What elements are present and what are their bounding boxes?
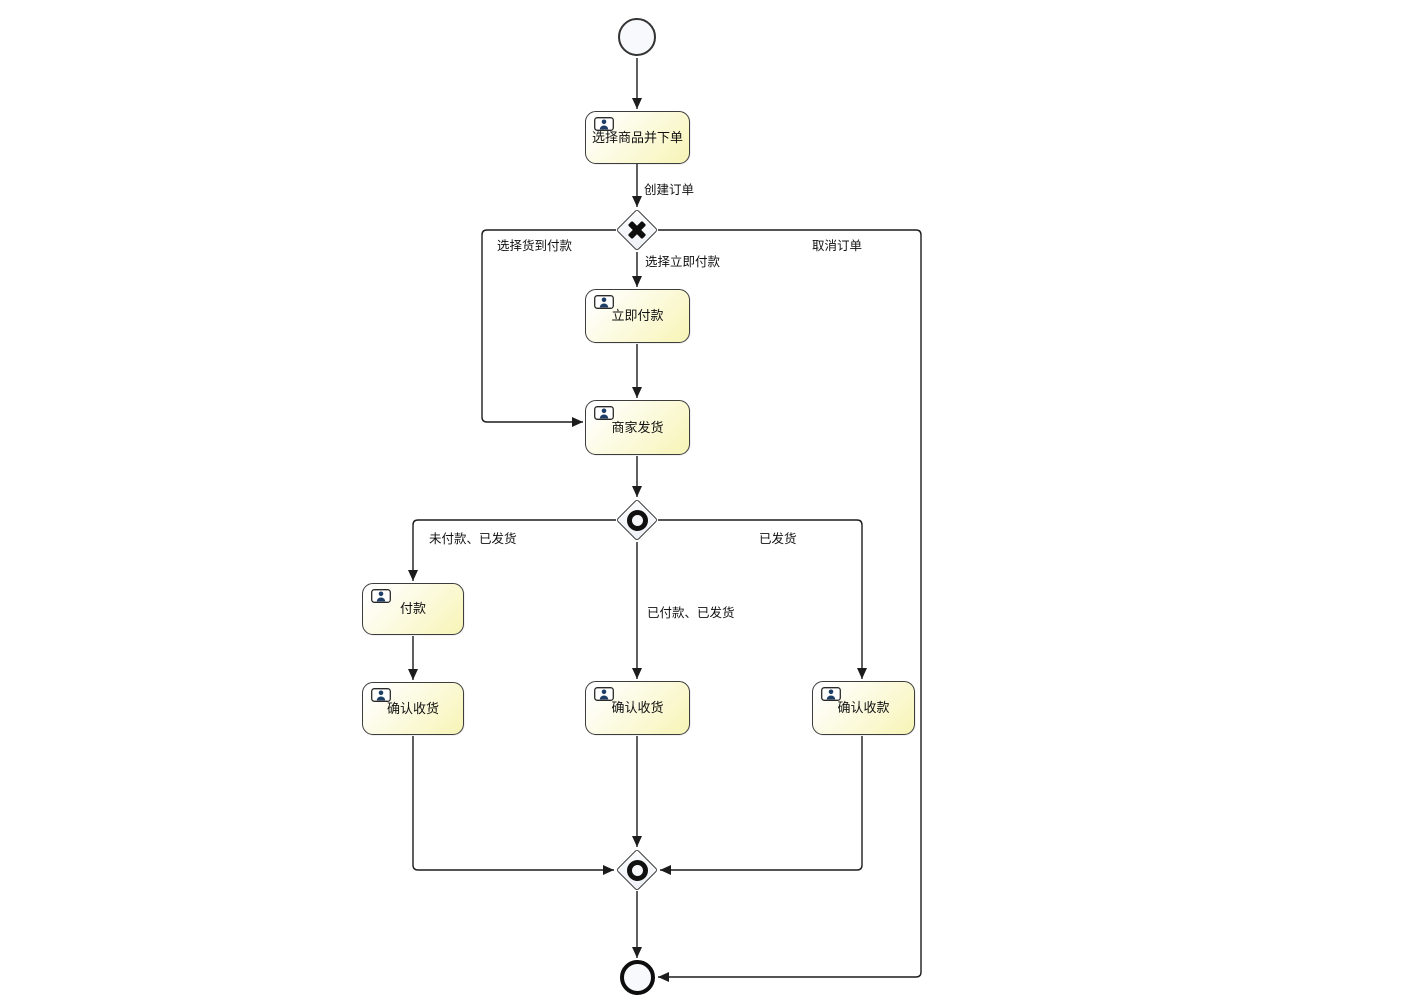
end-event[interactable]	[620, 960, 655, 995]
user-task-icon	[371, 688, 391, 702]
task-pay[interactable]: 付款	[362, 583, 464, 635]
edge-label-shipped: 已发货	[759, 531, 797, 546]
task-label: 商家发货	[611, 420, 664, 436]
inclusive-gateway-split[interactable]	[615, 498, 659, 542]
task-confirm-payment[interactable]: 确认收款	[812, 681, 915, 735]
task-label: 选择商品并下单	[591, 130, 683, 146]
task-label: 付款	[399, 602, 426, 618]
user-task-icon	[594, 117, 614, 131]
circle-mark-icon	[626, 509, 648, 531]
task-label: 立即付款	[611, 309, 664, 325]
task-confirm-receipt-left[interactable]: 确认收货	[362, 682, 464, 735]
edge-label-pay-immediately: 选择立即付款	[645, 254, 721, 269]
flow-cod-to-merchant-ship	[481, 229, 616, 427]
task-place-order[interactable]: 选择商品并下单	[585, 111, 690, 164]
user-task-icon	[594, 295, 614, 309]
user-task-icon	[594, 687, 614, 701]
user-task-icon	[594, 406, 614, 420]
start-event[interactable]	[618, 18, 656, 56]
user-task-icon	[371, 589, 391, 603]
flow-split-to-pay	[408, 519, 616, 581]
edge-label-cod: 选择货到付款	[497, 238, 573, 253]
task-label: 确认收货	[386, 701, 439, 717]
user-task-icon	[821, 687, 841, 701]
task-pay-now[interactable]: 立即付款	[585, 289, 690, 343]
task-merchant-ship[interactable]: 商家发货	[585, 400, 690, 455]
circle-mark-icon	[626, 859, 648, 881]
flow-confirm-receipt-left-to-merge	[412, 736, 614, 875]
flow-cancel-order-to-end	[658, 229, 922, 982]
task-label: 确认收货	[611, 701, 664, 717]
inclusive-gateway-merge[interactable]	[615, 848, 659, 892]
task-label: 确认收款	[837, 701, 890, 717]
exclusive-gateway-pay-choice[interactable]	[615, 208, 659, 252]
edge-label-create-order: 创建订单	[644, 182, 695, 197]
task-confirm-receipt-mid[interactable]: 确认收货	[585, 681, 690, 735]
flow-confirm-payment-to-merge	[660, 736, 863, 875]
edge-label-cancel-order: 取消订单	[812, 238, 863, 253]
flow-split-to-confirm-payment	[658, 519, 867, 679]
edge-label-unpaid-shipped: 未付款、已发货	[429, 531, 517, 546]
edge-label-paid-shipped: 已付款、已发货	[647, 605, 735, 620]
